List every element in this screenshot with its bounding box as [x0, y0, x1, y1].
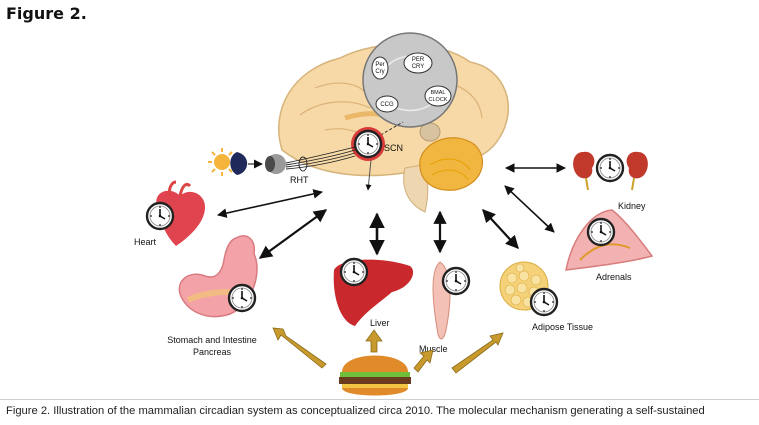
kidney-clock-icon — [595, 153, 625, 183]
figure-caption: Figure 2. Illustration of the mammalian … — [6, 405, 705, 417]
food-arrows — [272, 327, 504, 374]
adrenals-clock-icon — [586, 217, 616, 247]
heart-clock-icon — [145, 201, 175, 231]
stomach-label: Stomach and Intestine — [167, 335, 257, 345]
adipose-clock-icon — [529, 287, 559, 317]
kidney-label: Kidney — [618, 201, 646, 211]
liver-clock-icon — [339, 257, 369, 287]
figure-heading: Figure 2. — [6, 4, 87, 23]
retinohypothalamic-tract — [285, 146, 356, 172]
pancreas-label: Pancreas — [193, 347, 232, 357]
hamburger-icon — [339, 355, 411, 396]
scn-clock-icon — [353, 129, 383, 159]
kidney-organ — [573, 151, 648, 191]
bmal-label: BMAL — [431, 90, 446, 96]
moon-icon — [230, 152, 248, 175]
eye-icon — [265, 154, 286, 174]
clock-gene-label: CLOCK — [429, 97, 448, 103]
muscle-label: Muscle — [419, 344, 448, 354]
liver-label: Liver — [370, 318, 390, 328]
heart-label: Heart — [134, 237, 157, 247]
stomach-clock-icon — [227, 283, 257, 313]
adrenals-label: Adrenals — [596, 272, 632, 282]
cry-small-label: Cry — [375, 69, 384, 75]
per-small-label: Per — [375, 62, 384, 68]
molecular-clock-bubble: Per Cry PER CRY BMAL CLOCK CCG — [362, 32, 458, 128]
rht-label: RHT — [290, 175, 309, 185]
adipose-label: Adipose Tissue — [532, 322, 593, 332]
connection-arrows — [217, 163, 566, 259]
heart-organ — [156, 180, 206, 246]
muscle-clock-icon — [441, 266, 471, 296]
scn-label: SCN — [384, 143, 403, 153]
per-label: PER — [412, 57, 425, 63]
caption-divider — [0, 399, 759, 400]
cry-label: CRY — [412, 64, 425, 70]
ccg-label: CCG — [380, 102, 394, 108]
